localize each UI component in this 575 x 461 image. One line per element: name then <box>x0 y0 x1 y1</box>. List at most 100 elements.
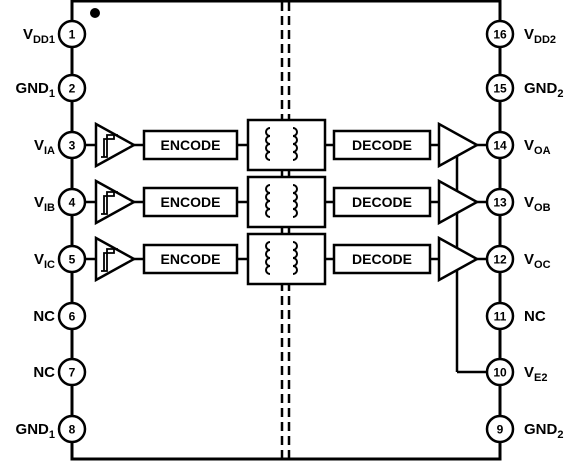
pin-number: 16 <box>493 28 507 42</box>
pin-circle <box>57 19 87 49</box>
pin-circle <box>57 187 87 217</box>
transformer-block <box>246 118 327 172</box>
pin-label: VOC <box>524 251 551 271</box>
coil-primary-icon <box>265 127 271 161</box>
decode-label: DECODE <box>352 251 412 267</box>
pin-circle <box>57 357 87 387</box>
pin-label: GND1 <box>16 80 55 100</box>
pin-label-main: GND <box>524 421 558 438</box>
pin-label-subscript: OA <box>534 145 551 157</box>
pin-number: 15 <box>493 82 507 96</box>
pin-label-subscript: IB <box>44 202 55 214</box>
pin-label-main: V <box>524 26 534 43</box>
package-outline <box>70 0 502 461</box>
pin-label: VIB <box>34 194 55 214</box>
pin-number: 3 <box>69 139 76 153</box>
pin-label: VOB <box>524 194 551 214</box>
pin-label: GND2 <box>524 80 563 100</box>
pin-2: 2 GND1 <box>16 73 87 103</box>
pin-label-subscript: DD1 <box>33 34 55 46</box>
pin-label-main: V <box>23 26 33 43</box>
pin-circle <box>485 357 515 387</box>
pin-9: 9 GND2 <box>485 414 563 444</box>
pin-number: 14 <box>493 139 507 153</box>
pin-label: GND1 <box>16 421 55 441</box>
pin-label: NC <box>33 308 55 325</box>
pin-number: 7 <box>69 366 76 380</box>
transformer-block <box>246 232 327 286</box>
pin-label-main: V <box>34 194 44 211</box>
output-buffer <box>437 235 480 283</box>
pin-circle <box>57 130 87 160</box>
pin-circle <box>485 19 515 49</box>
pin-number: 9 <box>497 423 504 437</box>
pin-16: 16 VDD2 <box>485 19 556 49</box>
pin-label-subscript: 2 <box>557 88 563 100</box>
pin-label-main: V <box>34 251 44 268</box>
encode-label: ENCODE <box>161 137 221 153</box>
coil-secondary-icon <box>292 184 298 218</box>
pin-label-main: V <box>524 364 534 381</box>
pin-3: 3 VIA <box>34 130 87 160</box>
schmitt-buffer <box>94 235 137 283</box>
pin-label-main: V <box>524 194 534 211</box>
pin-label-subscript: 1 <box>49 429 55 441</box>
transformer-block <box>246 175 327 229</box>
pin-label-main: GND <box>524 80 558 97</box>
output-buffer <box>437 178 480 226</box>
encode-block <box>142 186 239 218</box>
isolation-barrier <box>280 2 291 458</box>
pin-number: 1 <box>69 28 76 42</box>
pin-circle <box>485 130 515 160</box>
pin-number: 2 <box>69 82 76 96</box>
schmitt-buffer <box>94 121 137 169</box>
decode-block <box>332 186 432 218</box>
coil-secondary-icon <box>292 127 298 161</box>
pin-circle <box>485 301 515 331</box>
pin-label-main: NC <box>524 308 546 325</box>
pin-label: VIA <box>34 137 55 157</box>
decode-block <box>332 129 432 161</box>
schmitt-buffer <box>94 178 137 226</box>
pin-circle <box>485 73 515 103</box>
pin-label-main: NC <box>33 308 55 325</box>
pin-label: GND2 <box>524 421 563 441</box>
pin1-indicator-dot <box>90 8 100 18</box>
encode-label: ENCODE <box>161 251 221 267</box>
pin-11: 11 NC <box>485 301 546 331</box>
pin-label-main: V <box>34 137 44 154</box>
coil-primary-icon <box>265 241 271 275</box>
coil-secondary-icon <box>292 241 298 275</box>
pin-circle <box>485 414 515 444</box>
pin-14: 14 VOA <box>485 130 551 160</box>
pin-label: VDD2 <box>524 26 556 46</box>
pin-label: VOA <box>524 137 551 157</box>
pin-number: 11 <box>494 310 507 324</box>
pin-circle <box>57 73 87 103</box>
pin-circle <box>485 187 515 217</box>
pin-label: VIC <box>34 251 55 271</box>
pin-number: 6 <box>69 310 76 324</box>
channel-3: ENCODE DECODE <box>85 232 487 286</box>
pin-label-main: GND <box>16 421 50 438</box>
encode-block <box>142 129 239 161</box>
pin-label: NC <box>524 308 546 325</box>
pin-circle <box>57 414 87 444</box>
pin-label-main: GND <box>16 80 50 97</box>
pin-label-subscript: E2 <box>534 372 547 384</box>
pin-label-main: V <box>524 137 534 154</box>
pin-6: 6 NC <box>33 301 87 331</box>
pin-circle <box>57 244 87 274</box>
pin-label-subscript: 1 <box>49 88 55 100</box>
coil-primary-icon <box>265 184 271 218</box>
encode-label: ENCODE <box>161 194 221 210</box>
pin-label: VDD1 <box>23 26 55 46</box>
pin-label: NC <box>33 364 55 381</box>
output-buffer <box>437 121 480 169</box>
